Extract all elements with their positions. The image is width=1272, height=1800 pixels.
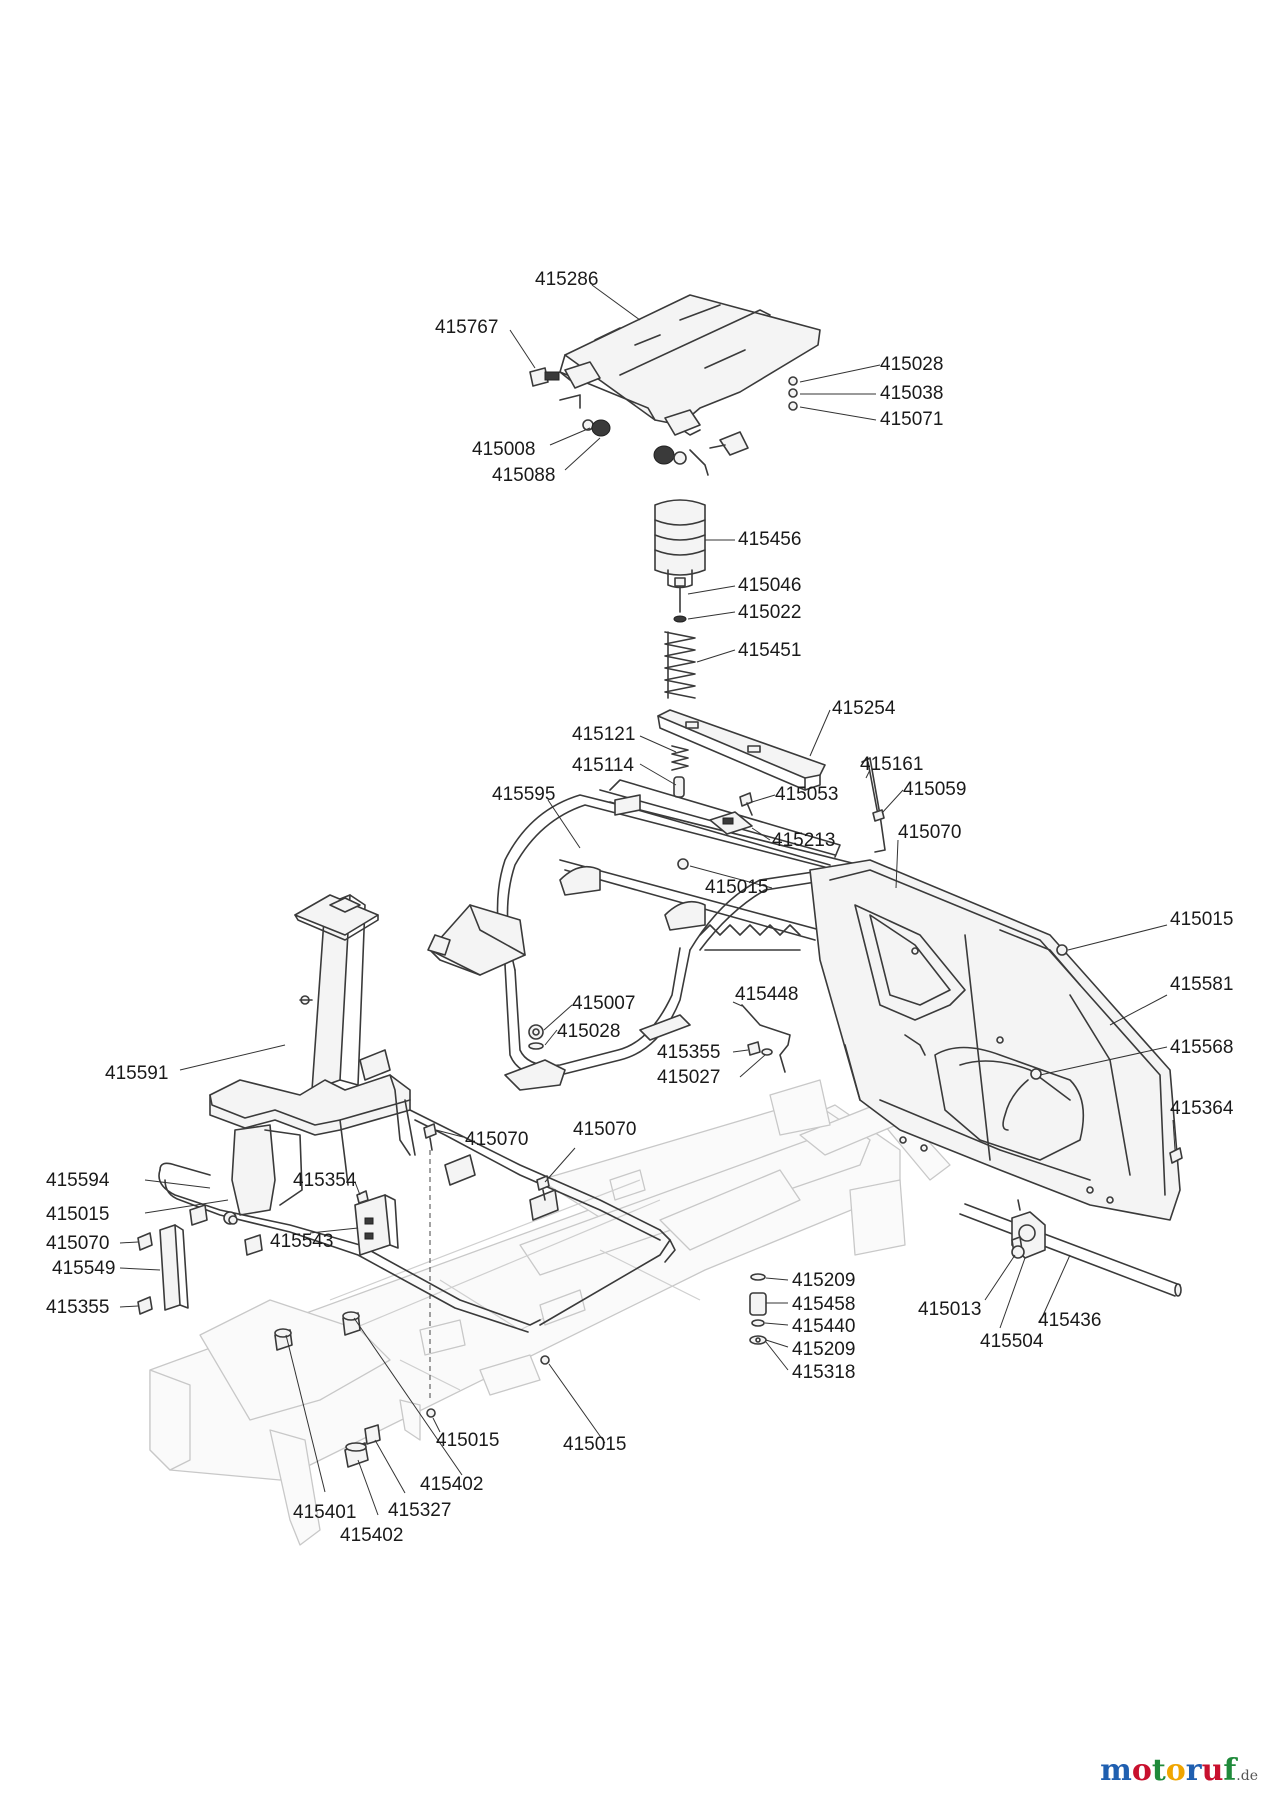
label-415440: 415440 (792, 1316, 855, 1337)
label-415038: 415038 (880, 383, 943, 404)
plate-415549 (159, 1224, 189, 1311)
bushings-lower-left (274, 1311, 381, 1468)
label-415028: 415028 (880, 354, 943, 375)
label-415451: 415451 (738, 640, 801, 661)
label-415070-left: 415070 (46, 1233, 109, 1254)
label-415254: 415254 (832, 698, 896, 719)
label-415015-lower-a: 415015 (436, 1430, 499, 1451)
bracket-415543 (354, 1194, 399, 1256)
coil-spring (664, 631, 696, 699)
seat-rail (657, 709, 826, 791)
bolt-415070-left (137, 1232, 153, 1251)
label-415071: 415071 (880, 409, 943, 430)
screw-415355-mid (747, 1041, 761, 1056)
label-415402-b: 415402 (340, 1525, 403, 1546)
label-415027: 415027 (657, 1067, 720, 1088)
label-415121: 415121 (572, 724, 635, 745)
label-415549: 415549 (52, 1258, 115, 1279)
label-415355-mid: 415355 (657, 1042, 720, 1063)
label-415070-post: 415070 (573, 1119, 636, 1140)
nut-415015-frame (677, 858, 689, 870)
label-415581: 415581 (1170, 974, 1233, 995)
label-415213: 415213 (772, 830, 835, 851)
screw-415059 (872, 809, 885, 822)
part-number-labels: 415286 415767 415028 415038 415071 41500… (46, 269, 1234, 1546)
label-415591: 415591 (105, 1063, 168, 1084)
nuts-415015-lower (228, 1215, 550, 1418)
label-415568: 415568 (1170, 1037, 1233, 1058)
nut-415007 (528, 1024, 544, 1040)
label-415015-left: 415015 (46, 1204, 109, 1225)
fender-panel (809, 859, 1181, 1221)
label-415456: 415456 (738, 529, 801, 550)
plate-415213 (709, 811, 753, 835)
label-415015-right: 415015 (1170, 909, 1233, 930)
label-415286: 415286 (535, 269, 598, 290)
label-415458: 415458 (792, 1294, 855, 1315)
washer-415027 (761, 1048, 773, 1056)
label-415594: 415594 (46, 1170, 110, 1191)
bolt-415070-center (423, 1123, 437, 1151)
pin-415448 (741, 1004, 791, 1073)
steering-column (294, 894, 379, 1091)
leader-lines (119, 284, 1176, 1516)
label-415059: 415059 (903, 779, 966, 800)
label-415007: 415007 (572, 993, 635, 1014)
label-415767: 415767 (435, 317, 498, 338)
screw-415355-left (137, 1296, 153, 1315)
label-415436: 415436 (1038, 1310, 1101, 1331)
screw-415364 (1169, 1147, 1183, 1164)
bolt-415070-post (536, 1175, 550, 1201)
label-415209-top: 415209 (792, 1270, 855, 1291)
label-415070-center: 415070 (465, 1129, 528, 1150)
small-spring-pin (671, 745, 689, 798)
bushing-stack (749, 1273, 767, 1345)
label-415088: 415088 (492, 465, 555, 486)
seat-hardware (529, 367, 798, 476)
label-415046: 415046 (738, 575, 801, 596)
label-415013: 415013 (918, 1299, 981, 1320)
lower-frame (158, 1049, 676, 1333)
washer-415028-lower (528, 1042, 544, 1050)
label-415327: 415327 (388, 1500, 451, 1521)
label-415161: 415161 (860, 754, 923, 775)
label-415028-lower: 415028 (557, 1021, 620, 1042)
label-415504: 415504 (980, 1331, 1044, 1352)
ghosted-chassis (149, 1079, 951, 1546)
label-415114: 415114 (572, 755, 634, 776)
label-415354: 415354 (293, 1170, 357, 1191)
screw-415053 (739, 792, 753, 816)
label-415015-frame: 415015 (705, 877, 768, 898)
label-415543: 415543 (270, 1231, 333, 1252)
label-415595: 415595 (492, 784, 555, 805)
label-415401: 415401 (293, 1502, 356, 1523)
label-415364: 415364 (1170, 1098, 1234, 1119)
label-415209-bottom: 415209 (792, 1339, 855, 1360)
label-415015-lower-b: 415015 (563, 1434, 626, 1455)
watermark-logo: motoruf.de (1100, 1753, 1258, 1788)
label-415070-upper: 415070 (898, 822, 961, 843)
label-415318: 415318 (792, 1362, 855, 1383)
label-415053: 415053 (775, 784, 838, 805)
nut-415015-right (1056, 944, 1068, 956)
label-415022: 415022 (738, 602, 801, 623)
label-415008: 415008 (472, 439, 535, 460)
watermark-tld: .de (1236, 1768, 1258, 1784)
label-415355-left: 415355 (46, 1297, 109, 1318)
label-415402-a: 415402 (420, 1474, 483, 1495)
rubber-bellows (654, 499, 706, 589)
bolt-washer (673, 577, 687, 623)
label-415448: 415448 (735, 984, 798, 1005)
seat-bracket (564, 361, 701, 436)
